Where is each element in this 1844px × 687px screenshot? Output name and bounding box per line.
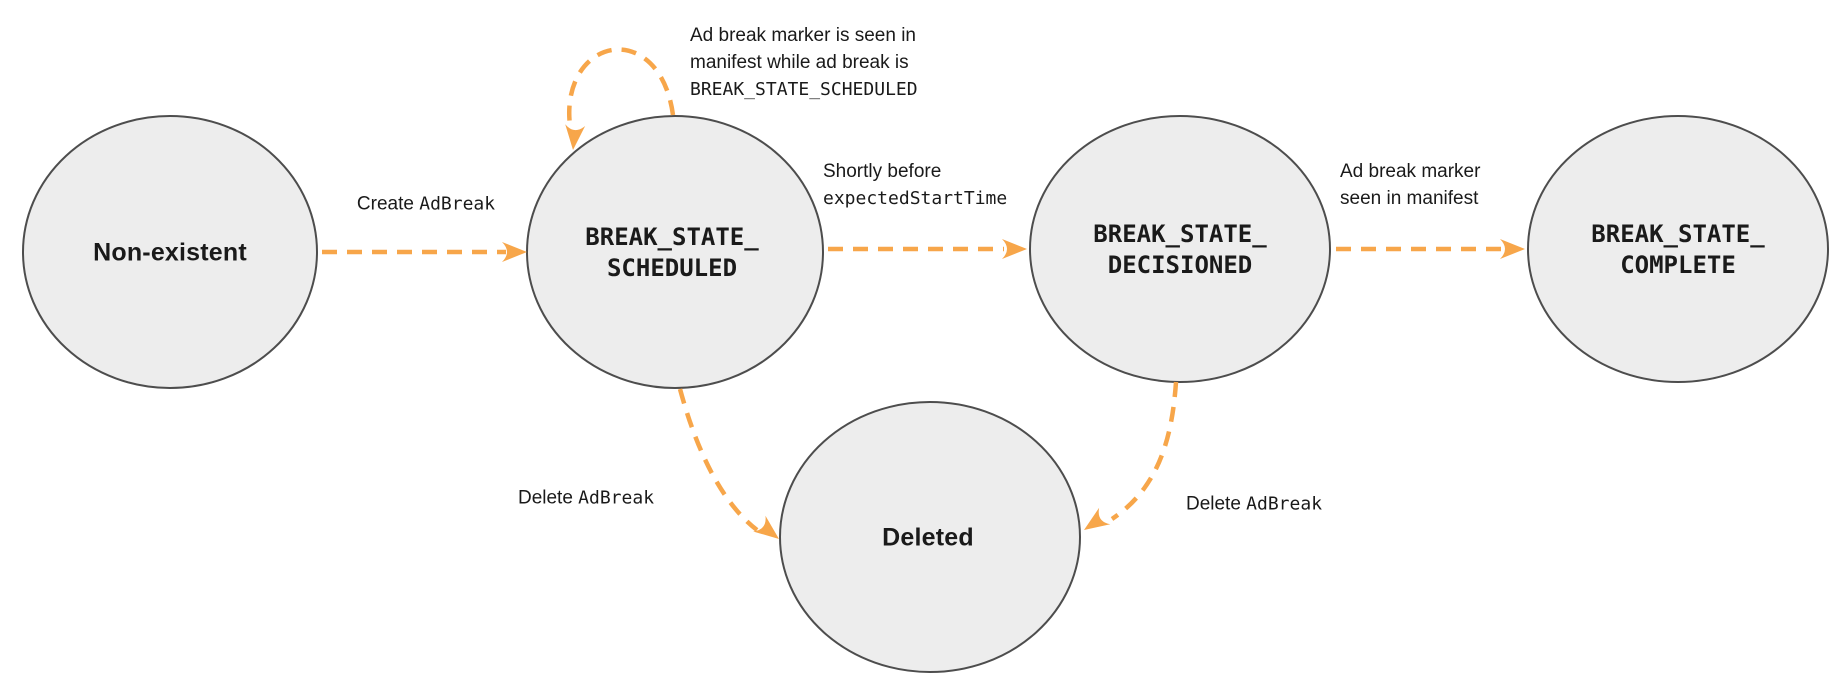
edge-label-create-text: Create — [356, 193, 420, 215]
arrowhead — [502, 242, 527, 262]
edge-label-delete-from-scheduled-text: Delete — [517, 487, 579, 509]
node-ellipse-decisioned — [1029, 115, 1331, 383]
arrowhead — [1500, 239, 1525, 259]
edge-label-create: Create AdBreak — [357, 191, 495, 218]
node-ellipse-non-existent — [22, 115, 318, 389]
edge-label-marker-seen-loop-code: BREAK_STATE_SCHEDULED — [690, 79, 918, 100]
node-label-scheduled: BREAK_STATE_ SCHEDULED — [585, 223, 759, 282]
edge-label-marker-seen-loop-line1: Ad break marker is seen in — [690, 25, 916, 46]
node-label-complete: BREAK_STATE_ COMPLETE — [1591, 220, 1765, 279]
edge-label-delete-from-scheduled-code: AdBreak — [578, 487, 655, 509]
node-label-deleted: Deleted — [882, 523, 974, 552]
edge-label-delete-from-decisioned: Delete AdBreak — [1186, 491, 1322, 518]
edge-delete-from-decisioned — [1084, 381, 1179, 530]
edge-label-delete-from-decisioned-text: Delete — [1185, 493, 1247, 515]
edge-label-shortly-before: Shortly before expectedStartTime — [823, 158, 1007, 212]
edge-label-marker-seen-loop-line2: manifest while ad break is — [690, 52, 909, 73]
edge-label-create-code: AdBreak — [419, 193, 496, 215]
arrowhead — [1084, 507, 1111, 530]
edge-create-adbreak — [322, 242, 527, 262]
node-ellipse-deleted — [779, 401, 1081, 673]
edge-marker-seen-self-loop — [565, 47, 676, 150]
edge-label-marker-seen-loop: Ad break marker is seen in manifest whil… — [690, 22, 918, 103]
edge-delete-from-scheduled — [677, 388, 779, 539]
edge-label-marker-seen: Ad break marker seen in manifest — [1340, 161, 1481, 209]
edge-label-shortly-before-code: expectedStartTime — [823, 188, 1008, 209]
edge-marker-seen — [1336, 239, 1525, 259]
edge-shortly-before — [828, 239, 1027, 259]
edge-label-shortly-before-text: Shortly before — [823, 161, 942, 182]
arrowhead — [565, 124, 586, 150]
edge-label-delete-from-scheduled: Delete AdBreak — [518, 485, 654, 512]
arrowhead — [1002, 239, 1027, 259]
node-label-decisioned: BREAK_STATE_ DECISIONED — [1093, 220, 1267, 279]
node-ellipse-complete — [1527, 115, 1829, 383]
arrowhead — [753, 515, 779, 539]
edge-label-delete-from-decisioned-code: AdBreak — [1246, 493, 1323, 515]
node-label-non-existent: Non-existent — [93, 238, 247, 267]
